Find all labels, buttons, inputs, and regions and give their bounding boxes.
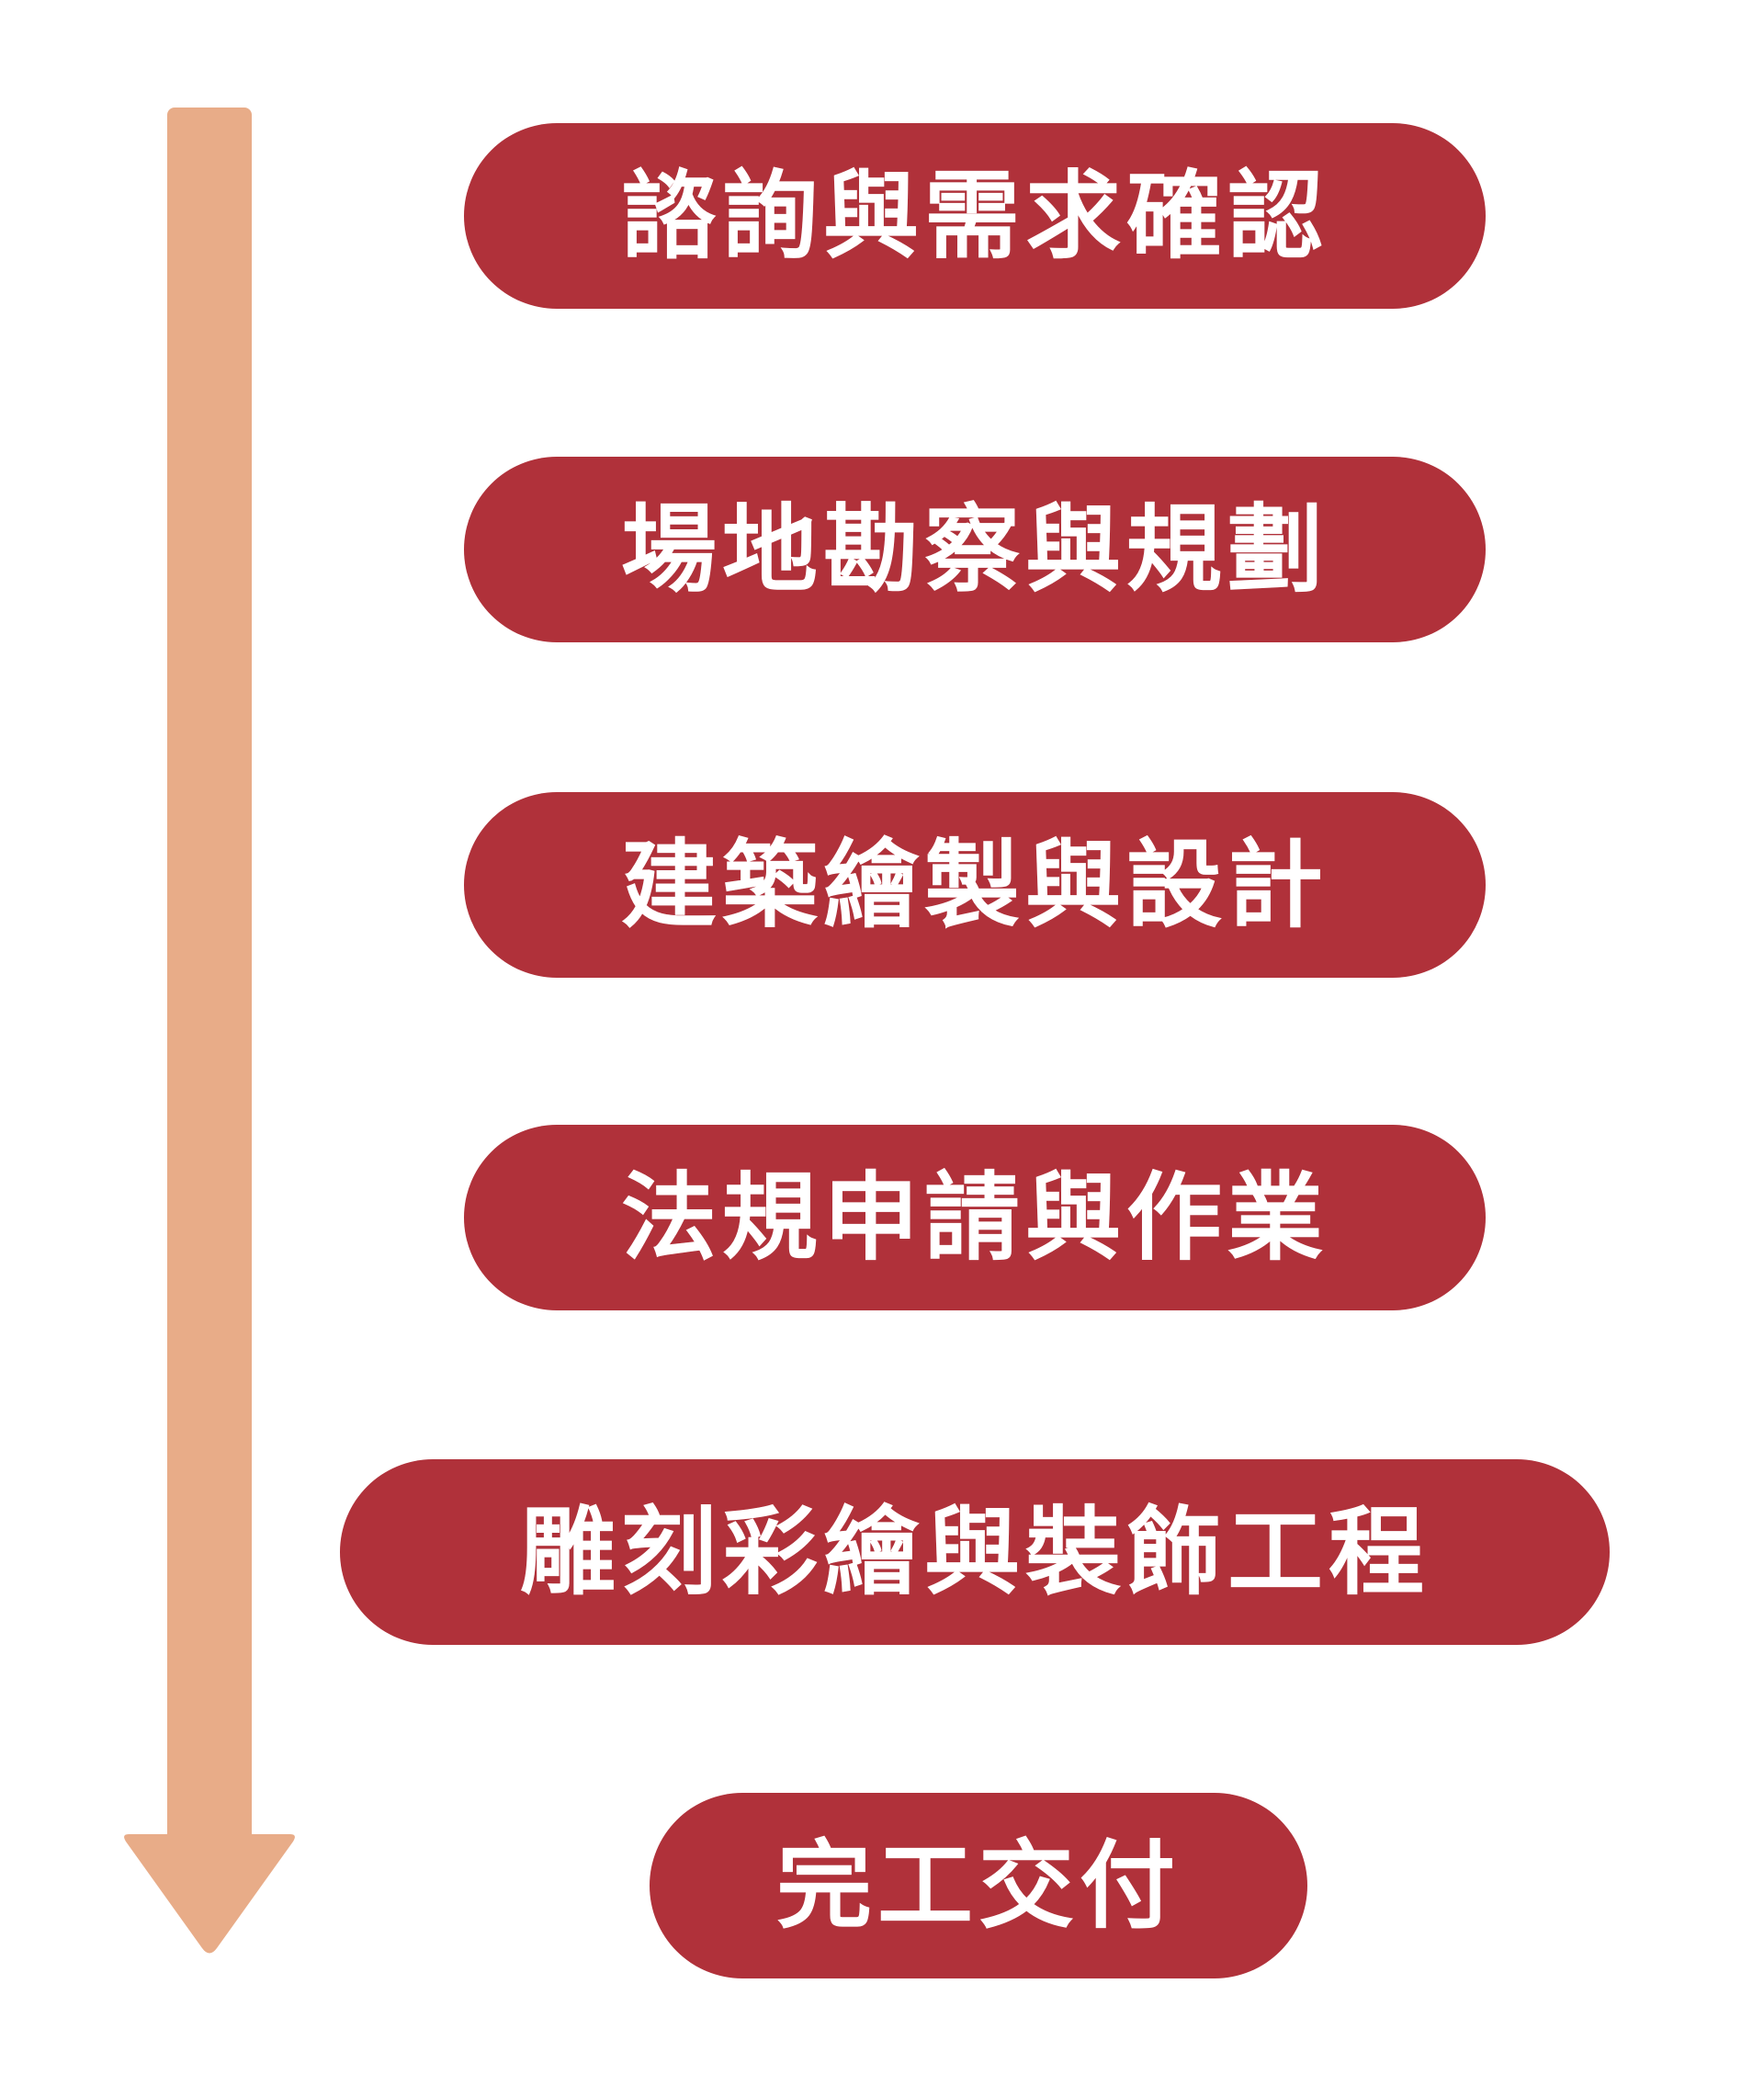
- step-label: 法規申請與作業: [620, 1161, 1329, 1274]
- step-completion: 完工交付: [650, 1793, 1307, 1978]
- step-label: 雕刻彩繪與裝飾工程: [519, 1495, 1430, 1608]
- arrow-head: [124, 1834, 295, 1954]
- step-drawing-design: 建築繪製與設計: [464, 792, 1486, 978]
- arrow-shaft: [167, 108, 252, 1851]
- step-label: 場地勘察與規劃: [620, 493, 1329, 606]
- step-label: 完工交付: [775, 1829, 1181, 1942]
- step-label: 諮詢與需求確認: [620, 159, 1329, 272]
- step-site-survey: 場地勘察與規劃: [464, 457, 1486, 642]
- step-carving-decoration: 雕刻彩繪與裝飾工程: [340, 1459, 1610, 1645]
- step-label: 建築繪製與設計: [620, 828, 1329, 941]
- step-permit-application: 法規申請與作業: [464, 1125, 1486, 1310]
- step-consultation: 諮詢與需求確認: [464, 123, 1486, 309]
